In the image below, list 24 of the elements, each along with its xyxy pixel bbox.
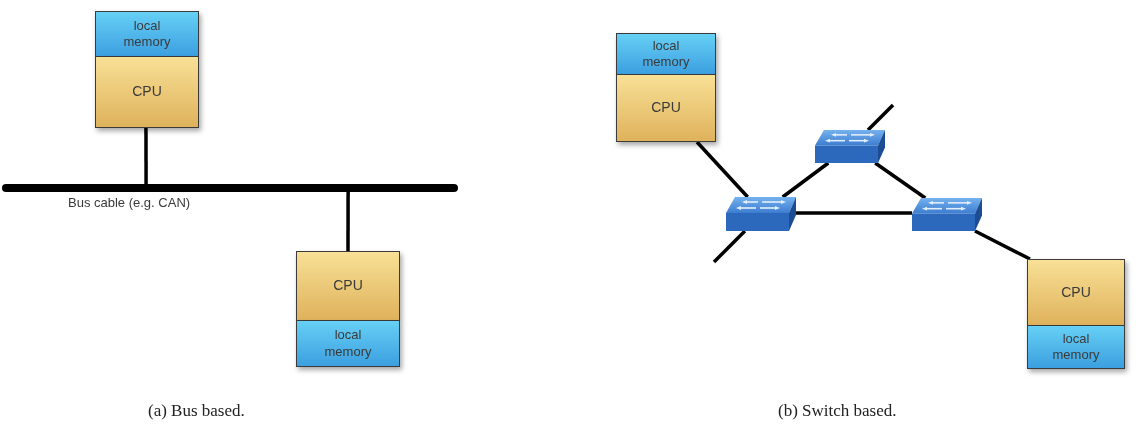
network-switch-icon — [912, 198, 982, 231]
cable-line — [781, 161, 830, 199]
cable-line — [974, 229, 1031, 261]
bus-cable — [2, 184, 458, 192]
cable-line — [712, 229, 747, 264]
cable-line — [695, 140, 749, 199]
cpu-block: CPU — [95, 57, 199, 128]
cpu-block: CPU — [616, 75, 716, 142]
cable-line — [874, 161, 927, 200]
cable-label: Bus cable (e.g. CAN) — [68, 195, 191, 210]
network-switch-icon — [726, 197, 796, 231]
network-switch-icon — [815, 130, 885, 163]
cable-line — [346, 192, 350, 251]
memory-block: local memory — [296, 321, 400, 367]
memory-block: local memory — [616, 33, 716, 75]
subfigure-caption: (b) Switch based. — [778, 401, 897, 421]
cable-line — [144, 128, 148, 184]
cpu-block: CPU — [1027, 259, 1125, 326]
cpu-block: CPU — [296, 251, 400, 321]
memory-block: local memory — [1027, 326, 1125, 369]
cable-line — [866, 103, 895, 132]
subfigure-caption: (a) Bus based. — [148, 401, 245, 421]
memory-block: local memory — [95, 11, 199, 57]
cable-line — [796, 211, 912, 215]
